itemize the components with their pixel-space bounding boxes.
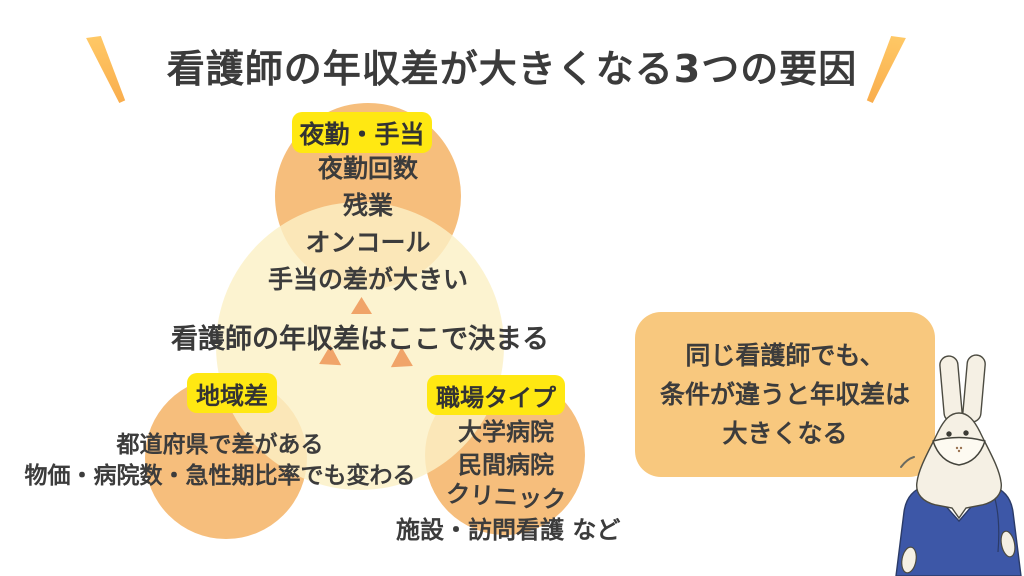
detail-line: 施設・訪問看護 など xyxy=(396,515,621,544)
center-overlap-circle xyxy=(216,202,504,490)
detail-line: オンコール xyxy=(305,228,431,257)
callout-line: 条件が違うと年収差は xyxy=(659,380,910,409)
detail-line: 残業 xyxy=(342,191,393,220)
detail-line: 物価・病院数・急性期比率でも変わる xyxy=(24,463,416,489)
callout-line: 大きくなる xyxy=(722,419,848,448)
accent-tick-icon xyxy=(900,456,915,468)
page-title: 看護師の年収差が大きくなる3つの要因 xyxy=(166,47,858,91)
rabbit-hand-right xyxy=(1000,530,1016,558)
rabbit-ear-right xyxy=(962,354,986,423)
center-statement: 看護師の年収差はここで決まる xyxy=(171,324,549,355)
detail-line: 手当の差が大きい xyxy=(267,265,468,294)
night-allowance-details: 夜勤回数 残業 オンコール 手当の差が大きい xyxy=(238,150,498,298)
detail-line: 大学病院 xyxy=(458,418,554,446)
label-night-allowance: 夜勤・手当 xyxy=(292,112,432,153)
detail-line: 民間病院 xyxy=(458,450,554,479)
detail-line: 都道府県で差がある xyxy=(116,432,324,458)
workplace-details: 大学病院 民間病院 クリニック 施設・訪問看護 など xyxy=(396,416,621,546)
rabbit-nose-dot xyxy=(959,446,963,450)
rabbit-hand-left xyxy=(901,546,917,574)
rabbit-nose-dot xyxy=(955,446,959,450)
rabbit-eye-left xyxy=(946,431,952,437)
label-region-difference: 地域差 xyxy=(187,373,277,413)
region-details: 都道府県で差がある 物価・病院数・急性期比率でも変わる xyxy=(10,430,430,492)
callout-line: 同じ看護師でも、 xyxy=(685,341,885,370)
rabbit-nose-dot xyxy=(957,449,961,453)
label-workplace-type: 職場タイプ xyxy=(427,375,565,415)
detail-line: クリニック xyxy=(396,479,616,515)
detail-line-clinic: クリニック xyxy=(445,479,567,515)
nurse-rabbit-mascot xyxy=(895,354,1022,576)
detail-line: 夜勤回数 xyxy=(317,154,418,183)
callout-box: 同じ看護師でも、 条件が違うと年収差は 大きくなる xyxy=(635,312,935,477)
rabbit-eye-right xyxy=(963,430,969,436)
